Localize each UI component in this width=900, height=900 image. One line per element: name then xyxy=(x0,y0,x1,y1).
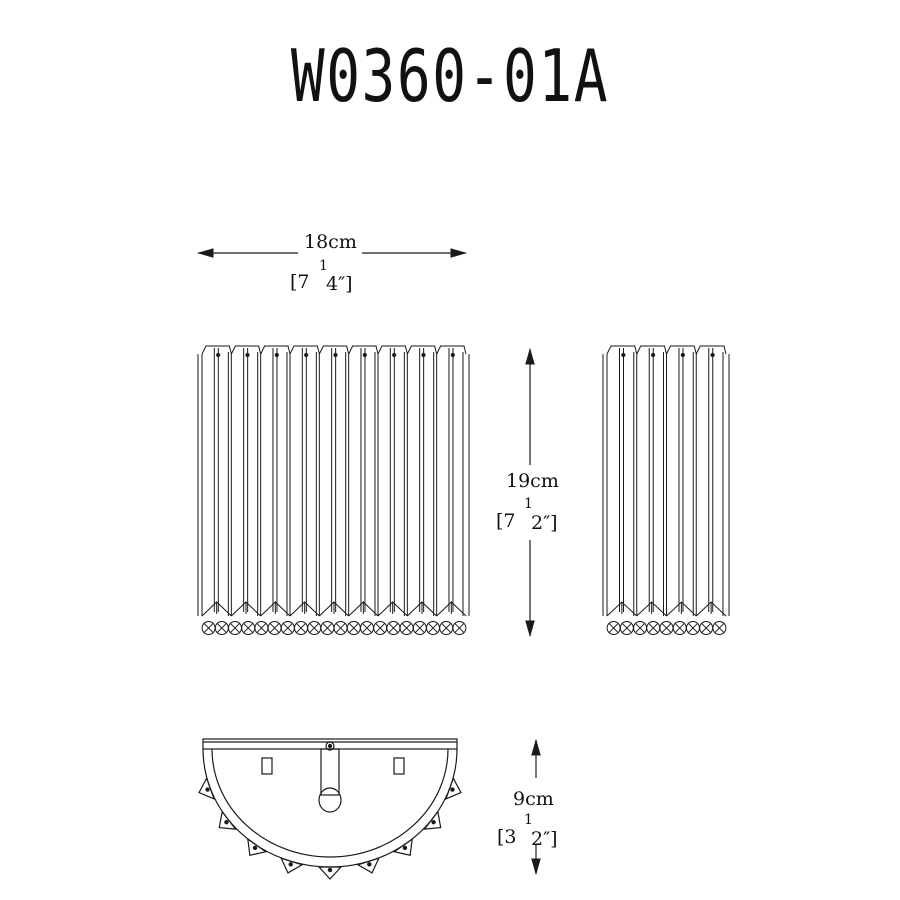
front-bead xyxy=(452,621,467,635)
front-bead xyxy=(320,621,335,635)
top-facet xyxy=(444,776,462,801)
front-bead xyxy=(439,621,454,635)
top-facet xyxy=(317,866,343,880)
side-bead xyxy=(712,621,727,635)
side-bead xyxy=(685,621,700,635)
side-bead xyxy=(646,621,661,635)
front-bead xyxy=(307,621,322,635)
side-bead xyxy=(619,621,634,635)
front-bead xyxy=(241,621,256,635)
side-bead xyxy=(606,621,621,635)
front-prism xyxy=(436,345,467,617)
front-prism xyxy=(406,345,438,617)
mounting-screw xyxy=(325,741,335,751)
front-bead xyxy=(346,621,361,635)
top-facet xyxy=(356,857,381,874)
front-bead xyxy=(214,621,229,635)
front-prism xyxy=(348,345,379,617)
front-bead xyxy=(386,621,401,635)
width-metric: 18cm xyxy=(304,231,357,253)
front-bead xyxy=(399,621,414,635)
front-bead xyxy=(267,621,282,635)
front-prism xyxy=(318,345,350,617)
side-view xyxy=(602,345,730,635)
width-imperial-whole: [7 xyxy=(290,271,310,293)
top-facet xyxy=(198,776,216,801)
height-imperial-whole: [7 xyxy=(496,510,516,532)
side-prism xyxy=(666,345,697,617)
center-stem xyxy=(320,748,340,796)
side-prism xyxy=(636,345,667,617)
front-prism xyxy=(289,345,320,617)
side-bead xyxy=(699,621,714,635)
front-view xyxy=(197,345,470,635)
socket-right xyxy=(393,757,405,775)
top-facet xyxy=(247,837,268,856)
socket-left xyxy=(261,757,273,775)
model-number: W0360-01A xyxy=(290,34,610,118)
height-metric: 19cm xyxy=(506,470,559,492)
front-prism xyxy=(377,345,408,617)
side-bead xyxy=(672,621,687,635)
top-facet xyxy=(423,810,442,830)
side-prism xyxy=(695,345,727,617)
front-bead xyxy=(426,621,440,635)
front-prism xyxy=(201,345,232,617)
top-facet xyxy=(392,837,413,856)
front-bead xyxy=(280,621,295,635)
depth-metric: 9cm xyxy=(513,788,554,810)
front-bead xyxy=(360,621,374,635)
side-prism xyxy=(606,345,638,617)
front-prism xyxy=(260,345,291,617)
front-bead xyxy=(412,621,427,635)
side-bead xyxy=(633,621,648,635)
width-fraction-numerator: 1 xyxy=(319,258,328,274)
front-bead xyxy=(373,621,388,635)
front-bead xyxy=(294,621,308,635)
front-bead xyxy=(333,621,348,635)
top-facet xyxy=(218,810,237,830)
depth-fraction-numerator: 1 xyxy=(524,812,533,828)
width-fraction-denominator: 4″] xyxy=(326,273,353,295)
curved-edge xyxy=(202,748,458,868)
front-prism xyxy=(230,345,262,617)
depth-fraction-denominator: 2″] xyxy=(531,828,558,850)
front-bead xyxy=(228,621,242,635)
top-facet xyxy=(279,857,304,874)
side-bead xyxy=(659,621,674,635)
height-fraction-numerator: 1 xyxy=(524,496,533,512)
height-fraction-denominator: 2″] xyxy=(531,512,558,534)
front-bead xyxy=(201,621,216,635)
top-view xyxy=(198,738,462,880)
center-knob xyxy=(318,787,342,813)
depth-imperial-whole: [3 xyxy=(497,826,517,848)
front-bead xyxy=(254,621,269,635)
